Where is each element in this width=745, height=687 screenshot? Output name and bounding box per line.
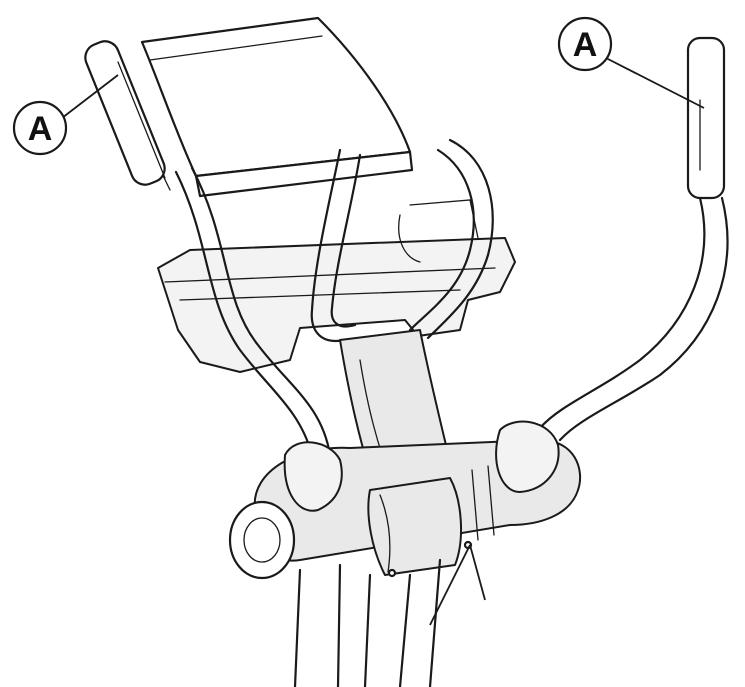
callout-right: A xyxy=(557,16,705,109)
left-inner-tube xyxy=(310,148,362,343)
right-inner-tube xyxy=(408,138,494,340)
callout-left: A xyxy=(12,74,119,156)
left-handlebar xyxy=(84,40,332,457)
handlebar-hub xyxy=(228,420,582,580)
right-handlebar xyxy=(538,36,729,442)
callout-right-label: A xyxy=(573,26,598,64)
callout-left-label: A xyxy=(28,110,53,148)
lower-arms xyxy=(293,544,486,687)
